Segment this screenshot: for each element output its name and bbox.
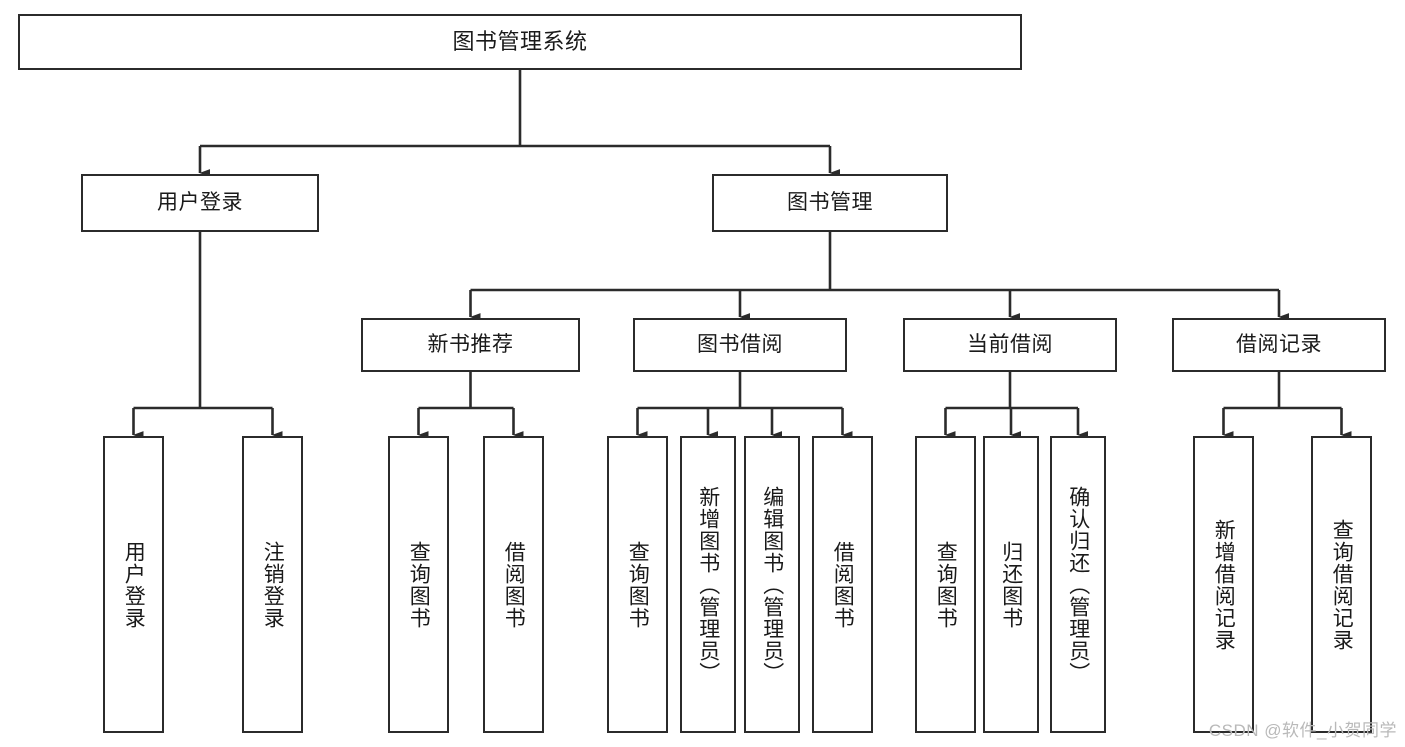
node-label-leaf-confirm-return: 确认归还（管理员） (1066, 485, 1090, 684)
node-label-leaf-query-book-3: 查询图书 (934, 540, 958, 629)
node-label-new-book-rec: 新书推荐 (427, 332, 514, 356)
node-label-leaf-query-book-1: 查询图书 (407, 540, 431, 629)
node-leaf-borrow-book-2[interactable]: 借阅图书 (812, 436, 873, 733)
node-label-leaf-add-record: 新增借阅记录 (1212, 518, 1236, 651)
node-label-leaf-query-book-2: 查询图书 (626, 540, 650, 629)
node-book-borrow[interactable]: 图书借阅 (633, 318, 847, 372)
node-label-leaf-borrow-book-2: 借阅图书 (831, 540, 855, 629)
node-root[interactable]: 图书管理系统 (18, 14, 1022, 70)
node-leaf-query-book-3[interactable]: 查询图书 (915, 436, 976, 733)
node-leaf-query-book-1[interactable]: 查询图书 (388, 436, 449, 733)
node-leaf-add-book[interactable]: 新增图书（管理员） (680, 436, 736, 733)
node-leaf-borrow-book-1[interactable]: 借阅图书 (483, 436, 544, 733)
node-label-root: 图书管理系统 (452, 29, 588, 55)
node-label-leaf-logout: 注销登录 (261, 540, 285, 629)
node-current-borrow[interactable]: 当前借阅 (903, 318, 1117, 372)
node-book-manage[interactable]: 图书管理 (712, 174, 948, 232)
node-user-login[interactable]: 用户登录 (81, 174, 319, 232)
node-label-book-borrow: 图书借阅 (697, 332, 783, 356)
node-leaf-query-record[interactable]: 查询借阅记录 (1311, 436, 1372, 733)
node-label-borrow-record: 借阅记录 (1236, 332, 1322, 356)
node-label-leaf-return-book: 归还图书 (999, 540, 1023, 629)
node-leaf-logout[interactable]: 注销登录 (242, 436, 303, 733)
node-label-book-manage: 图书管理 (787, 190, 873, 214)
node-leaf-edit-book[interactable]: 编辑图书（管理员） (744, 436, 800, 733)
node-label-leaf-add-book: 新增图书（管理员） (696, 485, 720, 684)
node-new-book-rec[interactable]: 新书推荐 (361, 318, 580, 372)
node-label-user-login: 用户登录 (157, 190, 243, 214)
node-leaf-return-book[interactable]: 归还图书 (983, 436, 1039, 733)
node-label-leaf-edit-book: 编辑图书（管理员） (760, 485, 784, 684)
node-leaf-user-login[interactable]: 用户登录 (103, 436, 164, 733)
node-leaf-query-book-2[interactable]: 查询图书 (607, 436, 668, 733)
node-leaf-add-record[interactable]: 新增借阅记录 (1193, 436, 1254, 733)
node-label-leaf-user-login: 用户登录 (122, 540, 146, 629)
node-leaf-confirm-return[interactable]: 确认归还（管理员） (1050, 436, 1106, 733)
node-label-leaf-query-record: 查询借阅记录 (1330, 518, 1354, 651)
node-label-leaf-borrow-book-1: 借阅图书 (502, 540, 526, 629)
node-borrow-record[interactable]: 借阅记录 (1172, 318, 1386, 372)
node-label-current-borrow: 当前借阅 (967, 332, 1053, 356)
